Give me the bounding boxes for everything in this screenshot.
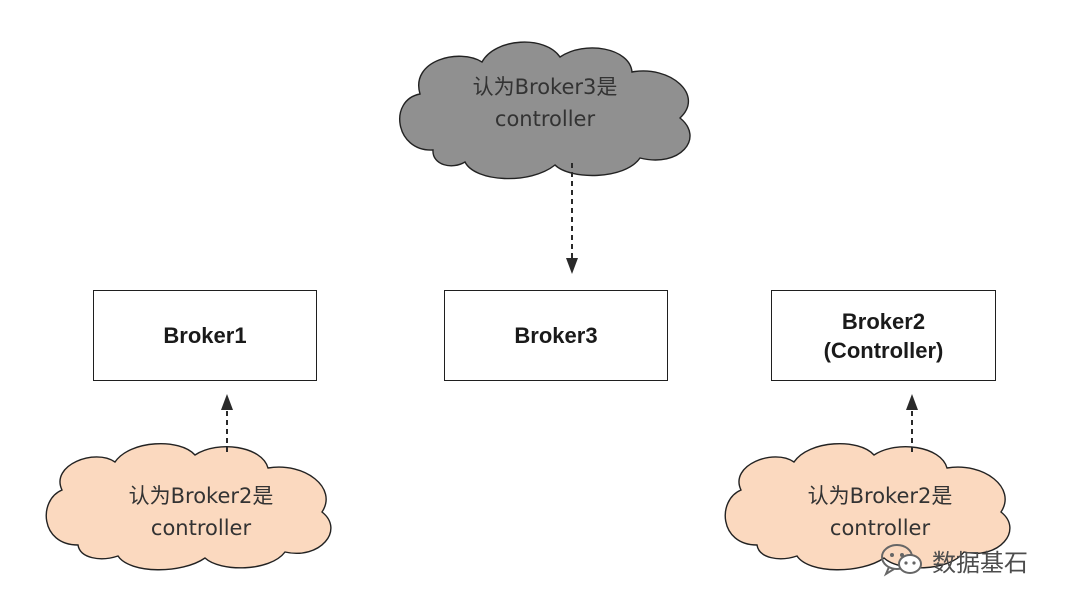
arrowhead-up-icon — [221, 394, 233, 410]
broker3-node: Broker3 — [444, 290, 668, 381]
broker1-label: Broker1 — [163, 323, 247, 348]
arrowhead-down-icon — [566, 258, 578, 274]
cloud-left-shape — [45, 443, 332, 571]
cloud-top-text: 认为Broker3是 controller — [430, 71, 660, 135]
cloud-right-line2: controller — [829, 516, 931, 540]
cloud-left-line1: 认为Broker2是 — [128, 484, 274, 508]
watermark: 数据基石 — [880, 540, 1028, 580]
arrowhead-up-icon — [906, 394, 918, 410]
cloud-top-shape — [399, 41, 691, 180]
cloud-top-line1: 认为Broker3是 — [472, 75, 618, 99]
broker2-node: Broker2 (Controller) — [771, 290, 996, 381]
cloud-right-line1: 认为Broker2是 — [807, 484, 953, 508]
cloud-right-shape — [724, 443, 1011, 571]
broker2-sublabel: (Controller) — [823, 337, 944, 363]
cloud-right-text: 认为Broker2是 controller — [765, 480, 995, 544]
broker2-label: Broker2 — [841, 308, 926, 334]
cloud-top-line2: controller — [494, 107, 596, 131]
broker3-label: Broker3 — [514, 323, 598, 348]
cloud-left-text: 认为Broker2是 controller — [86, 480, 316, 544]
wechat-icon — [881, 544, 922, 577]
broker1-node: Broker1 — [93, 290, 317, 381]
cloud-left-line2: controller — [150, 516, 252, 540]
watermark-text: 数据基石 — [932, 548, 1028, 577]
